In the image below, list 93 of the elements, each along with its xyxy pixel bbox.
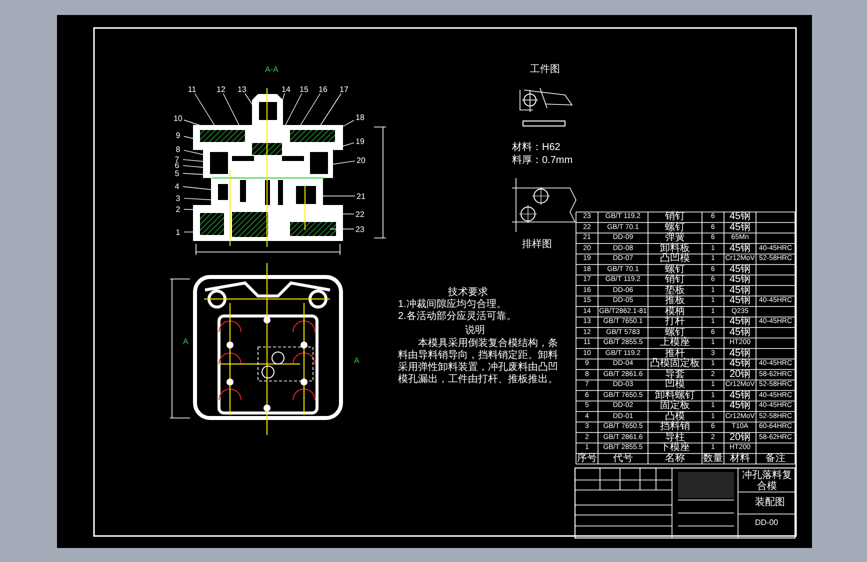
note: 料厚：0.7mm xyxy=(512,155,573,166)
view-title: 排样图 xyxy=(522,239,552,250)
table-cell-text: 代号 xyxy=(612,454,634,464)
section-label: A xyxy=(183,338,188,347)
table-cell-text: 45钢 xyxy=(728,244,752,254)
table-cell-text: 45钢 xyxy=(728,317,752,327)
callout-number: 1 xyxy=(172,228,184,236)
note: 材料：H62 xyxy=(512,142,560,153)
table-cell-text: 45钢 xyxy=(728,348,752,358)
table-cell-text: 下模座 xyxy=(659,443,691,453)
callout-number: 8 xyxy=(172,144,184,154)
table-cell-text: 螺钉 xyxy=(665,328,685,338)
callout-number: 22 xyxy=(354,210,366,218)
callout-number: 10 xyxy=(172,114,184,122)
callout-number: 21 xyxy=(355,192,367,200)
leader-line xyxy=(300,93,321,126)
callout-number: 2 xyxy=(172,204,184,214)
table-cell-text: 45钢 xyxy=(728,275,752,285)
table-cell-text: 推杆 xyxy=(665,348,685,358)
callout-number: 20 xyxy=(355,156,367,164)
table-cell-text: 导套 xyxy=(664,370,686,380)
table-cell-text: 卸料螺钉 xyxy=(654,390,696,400)
title-block-text: DD-00 xyxy=(755,519,778,528)
table-cell-text: 卸料板 xyxy=(659,244,691,254)
table-cell-text: 螺钉 xyxy=(664,222,686,232)
callout-number: 18 xyxy=(354,112,366,122)
table-cell-text: 凸凹模 xyxy=(659,254,691,264)
leader-line xyxy=(320,93,342,126)
note: 1.冲裁间隙应均匀合理。 xyxy=(398,299,506,310)
table-cell-text: 20钢 xyxy=(728,432,752,443)
table-cell-text: 45钢 xyxy=(728,264,752,274)
leader-line xyxy=(244,93,254,108)
heading: 说明 xyxy=(465,325,485,336)
table-cell-text: 打杆 xyxy=(664,317,686,327)
table-cell-text: 上模座 xyxy=(659,338,691,348)
callout-number: 4 xyxy=(171,182,183,190)
table-cell-text: 垫板 xyxy=(664,286,686,296)
table-cell-text: 45钢 xyxy=(728,390,752,400)
table-cell-text: 导柱 xyxy=(664,432,685,442)
table-cell-text: 备注 xyxy=(764,454,786,464)
leader-line xyxy=(330,228,354,230)
table-cell-text: 凹模 xyxy=(664,380,685,390)
section-label: A-A xyxy=(265,66,278,75)
table-cell-text: 数量 xyxy=(702,454,724,464)
leader-line xyxy=(184,136,200,140)
callout-number: 14 xyxy=(280,84,292,94)
table-cell-text: 螺钉 xyxy=(664,264,686,274)
callout-number: 15 xyxy=(298,84,310,94)
leader-line xyxy=(342,120,354,128)
table-cell-text: 45钢 xyxy=(728,328,752,338)
callout-number: 12 xyxy=(215,84,227,94)
table-cell-text: 45钢 xyxy=(728,296,752,306)
callout-number: 23 xyxy=(354,224,366,234)
table-cell-text: 45钢 xyxy=(728,359,752,369)
table-cell-text: 销钉 xyxy=(664,212,686,222)
heading: 技术要求 xyxy=(448,287,488,298)
table-cell-text: 序号 xyxy=(576,454,598,464)
callout-number: 19 xyxy=(354,136,366,146)
leader-line xyxy=(222,93,240,128)
section-label: A xyxy=(354,357,360,366)
view-title: 工件图 xyxy=(530,64,560,75)
callout-number: 5 xyxy=(171,168,183,178)
callout-number: 7 xyxy=(171,154,183,164)
table-cell-text: 凸模 xyxy=(665,412,685,422)
table-cell-text: 凸模固定板 xyxy=(649,359,701,369)
table-cell-text: 20钢 xyxy=(728,370,752,380)
leader-line xyxy=(328,160,356,166)
table-cell-text: 销钉 xyxy=(664,275,686,285)
table-cell-text: 名称 xyxy=(664,454,686,464)
note-paragraph: 本模具采用倒装复合模结构，条料由导料销导向，挡料销定距。卸料采用弹性卸料装置，冲孔废料由凸凹模孔漏出，工件由打杆、推板推出。 xyxy=(398,338,559,386)
title-block-text: 装配图 xyxy=(755,497,785,508)
callout-number: 13 xyxy=(236,84,248,94)
leader-line xyxy=(194,93,216,126)
callout-number: 17 xyxy=(338,84,350,94)
leader-line xyxy=(184,150,206,156)
leader-line xyxy=(284,93,302,126)
table-cell-text: 固定板 xyxy=(659,401,691,411)
table-cell-text: 推板 xyxy=(664,296,686,306)
note: 2.各活动部分应灵活可靠。 xyxy=(398,311,516,322)
callout-number: 9 xyxy=(172,130,184,140)
callout-number: 3 xyxy=(172,194,184,202)
table-cell-text: 45钢 xyxy=(728,212,752,222)
callout-number: 16 xyxy=(317,84,329,94)
callout-number: 11 xyxy=(186,84,198,94)
table-cell-text: 45钢 xyxy=(728,286,752,296)
title-block-text: 冲孔落料复合模 xyxy=(741,470,793,492)
table-cell-text: 45钢 xyxy=(728,401,752,412)
table-cell-text: 45钢 xyxy=(728,222,752,233)
table-cell-text: 模柄 xyxy=(664,306,686,316)
table-cell-text: 弹簧 xyxy=(664,233,685,243)
table-cell-text: 材料 xyxy=(729,454,751,464)
callout-number: 6 xyxy=(171,160,183,170)
table-cell-text: 挡料销 xyxy=(659,422,691,432)
